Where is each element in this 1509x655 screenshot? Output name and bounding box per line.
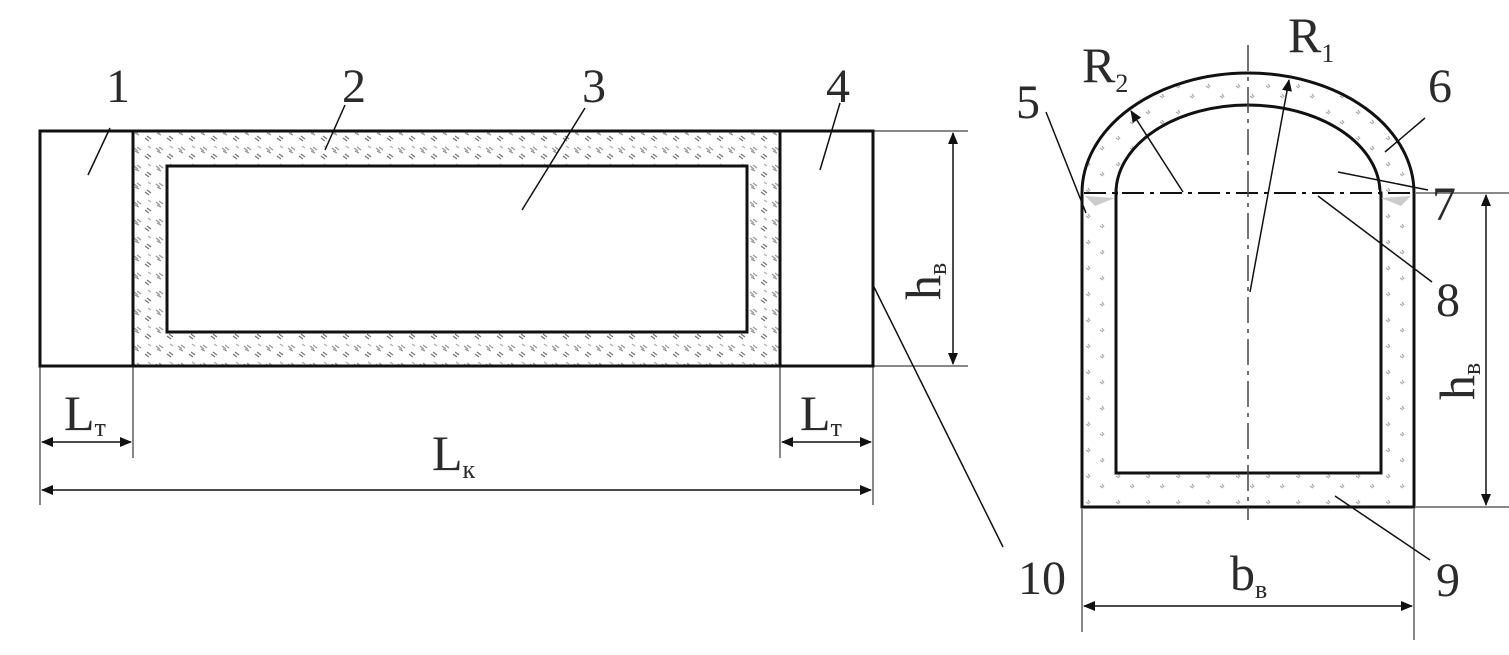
label-bv: bв — [1230, 545, 1267, 604]
label-lt-left: Lт — [64, 385, 106, 442]
callout-4: 4 — [826, 60, 850, 113]
leader-4 — [819, 102, 841, 171]
cross-section-view: 5 6 7 8 9 R2 R1 hв bв — [1016, 7, 1509, 640]
radius-r1 — [1249, 79, 1292, 293]
leader-1 — [87, 127, 111, 176]
label-lk: Lк — [432, 425, 476, 484]
cavity-3 — [165, 164, 749, 334]
springing-hatch-right — [1381, 196, 1411, 206]
outer-outline — [38, 129, 875, 368]
leader-8 — [1317, 195, 1433, 283]
callout-7: 7 — [1432, 178, 1456, 231]
leader-3 — [521, 107, 586, 211]
leader-7 — [1337, 171, 1429, 191]
callout-5: 5 — [1016, 76, 1040, 129]
callout-2: 2 — [342, 60, 366, 113]
callout-9: 9 — [1436, 554, 1460, 607]
callout-6: 6 — [1428, 60, 1452, 113]
callout-1: 1 — [106, 60, 130, 113]
radius-r2 — [1130, 110, 1184, 193]
callout-8: 8 — [1436, 274, 1460, 327]
label-hv-right: hв — [1429, 363, 1486, 400]
label-lt-right: Lт — [800, 385, 842, 442]
longitudinal-view: 1 2 3 4 Lт Lт Lк hв 10 — [38, 60, 1066, 605]
label-hv-left: hв — [895, 263, 952, 300]
leader-5 — [1045, 111, 1087, 214]
leader-2 — [324, 104, 346, 151]
callout-3: 3 — [582, 60, 606, 113]
label-r2: R2 — [1082, 37, 1128, 98]
leader-6 — [1384, 117, 1426, 153]
leader-10 — [872, 284, 1004, 548]
label-r1: R1 — [1288, 7, 1334, 68]
callout-10: 10 — [1018, 552, 1066, 605]
springing-hatch-left — [1085, 196, 1115, 206]
